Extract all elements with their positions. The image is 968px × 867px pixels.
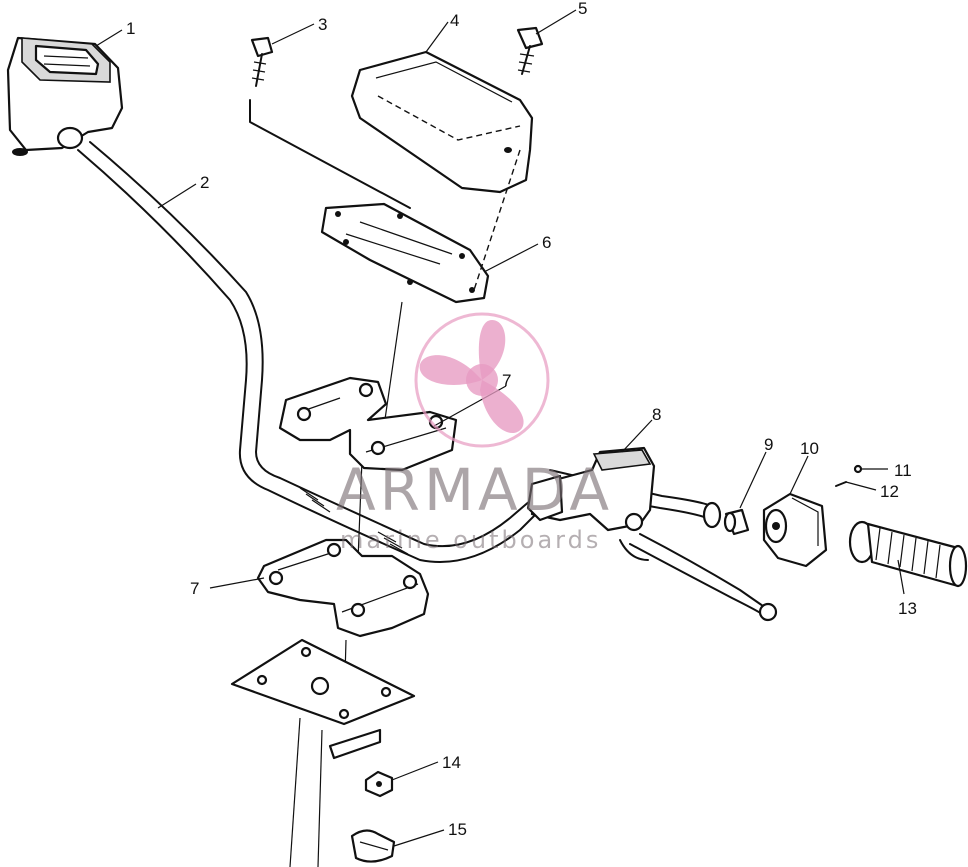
callout-7-upper: 7 bbox=[502, 371, 511, 390]
part-upper-clamp bbox=[278, 376, 458, 472]
watermark-tagline: marine outboards bbox=[340, 526, 601, 554]
part-handlebar bbox=[77, 141, 722, 563]
callout-9: 9 bbox=[764, 435, 773, 454]
watermark-brand: ARMADA bbox=[336, 456, 613, 524]
callout-4: 4 bbox=[450, 11, 459, 30]
part-cable-clamp bbox=[350, 829, 396, 863]
part-screw-small bbox=[835, 464, 863, 487]
part-mounting-plate bbox=[230, 638, 416, 760]
callout-5: 5 bbox=[578, 0, 587, 18]
part-throttle-housing bbox=[762, 492, 828, 568]
callout-12: 12 bbox=[880, 482, 899, 501]
part-spacer bbox=[723, 508, 750, 536]
callout-7-lower: 7 bbox=[190, 579, 199, 598]
watermark: ARMADA marine outboards bbox=[336, 312, 613, 554]
callout-13: 13 bbox=[898, 599, 917, 618]
part-handlebar-pad bbox=[350, 50, 534, 194]
callout-8: 8 bbox=[652, 405, 661, 424]
part-bolt-5 bbox=[516, 26, 544, 75]
callout-15: 15 bbox=[448, 820, 467, 839]
part-bolt-3 bbox=[250, 36, 274, 87]
callout-2: 2 bbox=[200, 173, 209, 192]
callout-10: 10 bbox=[800, 439, 819, 458]
leader-lines bbox=[95, 9, 905, 847]
callout-14: 14 bbox=[442, 753, 461, 772]
callout-11: 11 bbox=[894, 461, 912, 480]
part-left-switch-housing bbox=[6, 36, 124, 156]
part-lower-clamp bbox=[256, 538, 430, 638]
callout-1: 1 bbox=[126, 19, 135, 38]
part-cover-plate bbox=[320, 202, 490, 304]
callout-labels: 1 2 3 4 5 6 7 7 8 9 10 11 12 13 14 15 bbox=[126, 0, 917, 839]
part-nut bbox=[364, 770, 394, 798]
part-brake-assembly bbox=[526, 446, 778, 622]
callout-3: 3 bbox=[318, 15, 327, 34]
part-grip bbox=[848, 520, 968, 588]
propeller-icon bbox=[414, 312, 550, 448]
callout-6: 6 bbox=[542, 233, 551, 252]
